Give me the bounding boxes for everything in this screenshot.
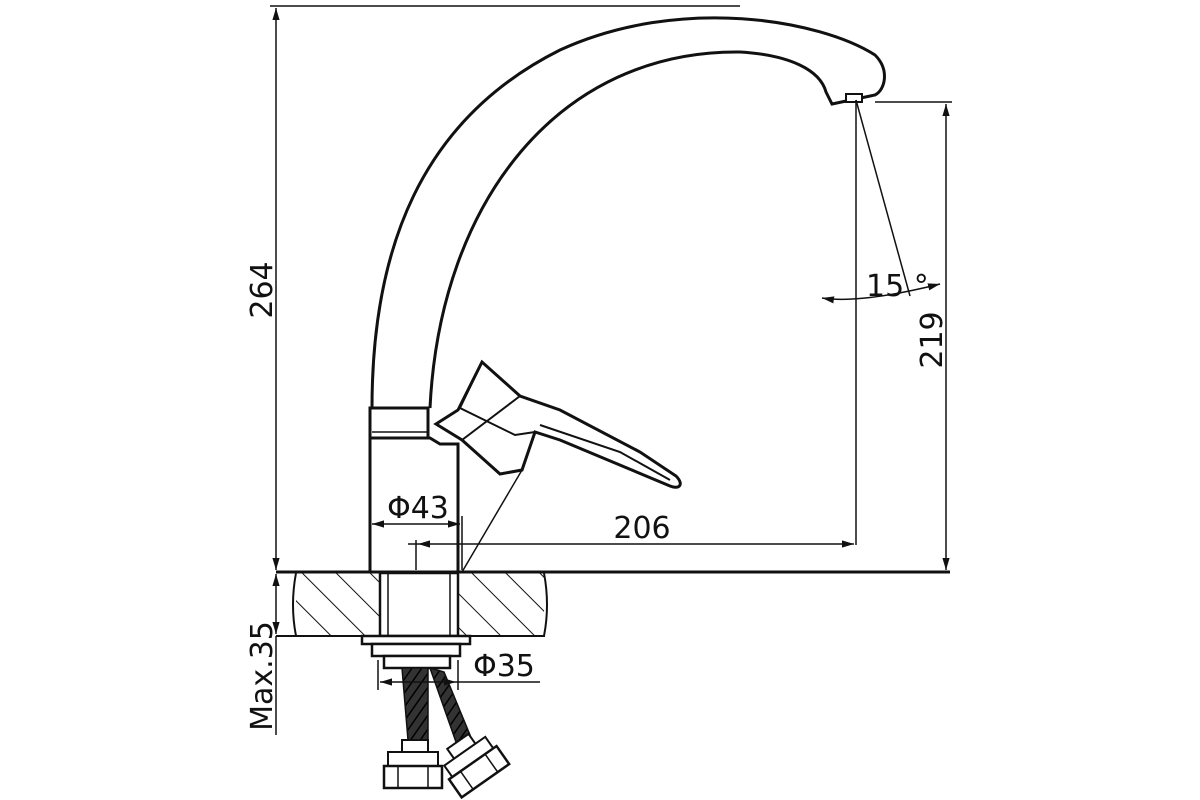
dimension-spout-reach-label: 206: [613, 511, 670, 546]
inlet-fitting-left: [382, 739, 444, 790]
dimension-total-height: 264: [245, 5, 740, 570]
dimension-body-diameter: Φ43: [372, 469, 523, 573]
countertop-section: [276, 570, 950, 637]
dimension-total-height-label: 264: [245, 261, 280, 318]
dimension-spout-height-label: 219: [915, 311, 950, 368]
dimension-nut-diameter: Φ35: [377, 649, 540, 690]
dimension-body-diameter-label: Φ43: [387, 491, 449, 526]
mounting-assembly: [360, 571, 511, 800]
faucet-body: [368, 406, 460, 574]
dimension-nut-diameter-label: Φ35: [473, 649, 535, 684]
dimension-max-countertop-label: Max.35: [245, 621, 280, 731]
dimension-spout-angle: 15 °: [821, 99, 941, 545]
inlet-fitting-right: [442, 732, 511, 800]
dimension-spout-reach: 206: [408, 511, 854, 570]
dimension-spout-angle-label: 15 °: [866, 269, 929, 304]
dimension-max-countertop: Max.35: [245, 574, 280, 735]
faucet-handle: [433, 359, 682, 489]
dimension-spout-height: 219: [875, 101, 952, 570]
faucet-spout: [370, 16, 886, 409]
